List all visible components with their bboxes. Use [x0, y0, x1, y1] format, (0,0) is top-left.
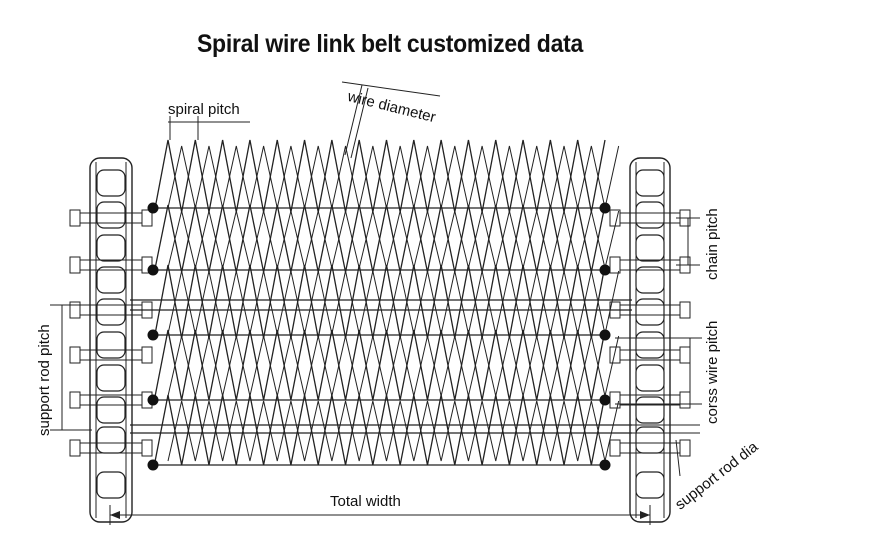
cross-wire-end-left — [147, 394, 159, 406]
right-chain-roller — [635, 169, 665, 197]
cross-wire-end-left — [147, 459, 159, 471]
spiral-row-back — [167, 335, 620, 397]
right-pin-head — [679, 439, 691, 457]
cross-wire-pitch-label: corss wire pitch — [704, 320, 721, 424]
cross-wire-end-right — [599, 329, 611, 341]
right-chain-roller — [635, 364, 665, 392]
right-chain-roller — [635, 234, 665, 262]
spiral-row-back — [167, 270, 620, 335]
wire-diameter-line — [341, 81, 441, 97]
support-rod-dia-leader — [675, 439, 681, 477]
left-pin-head — [141, 209, 153, 227]
total-width-arrow — [110, 511, 120, 519]
spiral-pitch-label: spiral pitch — [168, 101, 240, 118]
right-pin-head — [609, 391, 621, 409]
cross-wire-end-right — [599, 202, 611, 214]
left-chain-frame — [89, 157, 133, 523]
right-chain-roller — [635, 298, 665, 326]
chain-pitch-label: chain pitch — [704, 208, 721, 280]
right-pin-head — [679, 301, 691, 319]
right-pin-head — [679, 391, 691, 409]
left-chain-roller — [96, 364, 126, 392]
cross-wire-end-right — [599, 264, 611, 276]
total-width-arrow — [640, 511, 650, 519]
wire-diameter-leader — [344, 84, 363, 156]
total-width-label: Total width — [330, 493, 401, 510]
spiral-row-back — [167, 400, 620, 462]
right-pin-head — [609, 256, 621, 274]
wire-diameter-leader — [350, 87, 369, 159]
left-chain-roller — [96, 331, 126, 359]
spiral-row-back — [167, 145, 620, 209]
cross-wire-end-left — [147, 264, 159, 276]
left-pin-head — [141, 346, 153, 364]
support-rod-pitch-label: support rod pitch — [36, 324, 53, 436]
left-pin-head — [69, 439, 81, 457]
right-chain-roller — [635, 396, 665, 424]
left-pin-head — [69, 301, 81, 319]
right-chain-roller — [635, 426, 665, 454]
right-chain-roller — [635, 266, 665, 294]
right-pin-head — [679, 346, 691, 364]
cross-wire-end-right — [599, 459, 611, 471]
left-chain-roller — [96, 426, 126, 454]
spiral-row-back — [167, 210, 620, 269]
cross-wire-end-left — [147, 202, 159, 214]
right-chain-roller — [635, 331, 665, 359]
left-chain-roller — [96, 201, 126, 229]
left-chain-roller — [96, 169, 126, 197]
left-chain-roller — [96, 266, 126, 294]
cross-wire-end-left — [147, 329, 159, 341]
left-pin-head — [141, 439, 153, 457]
left-pin-head — [69, 209, 81, 227]
right-chain-roller — [635, 201, 665, 229]
right-pin-head — [609, 439, 621, 457]
left-chain-roller — [96, 396, 126, 424]
left-pin-head — [69, 391, 81, 409]
cross-wire-end-right — [599, 394, 611, 406]
right-chain-roller — [635, 471, 665, 499]
right-pin-head — [609, 346, 621, 364]
diagram-title: Spiral wire link belt customized data — [196, 30, 583, 58]
left-chain-roller — [96, 298, 126, 326]
left-chain-roller — [96, 471, 126, 499]
left-chain-roller — [96, 234, 126, 262]
left-pin-head — [69, 346, 81, 364]
left-pin-head — [69, 256, 81, 274]
